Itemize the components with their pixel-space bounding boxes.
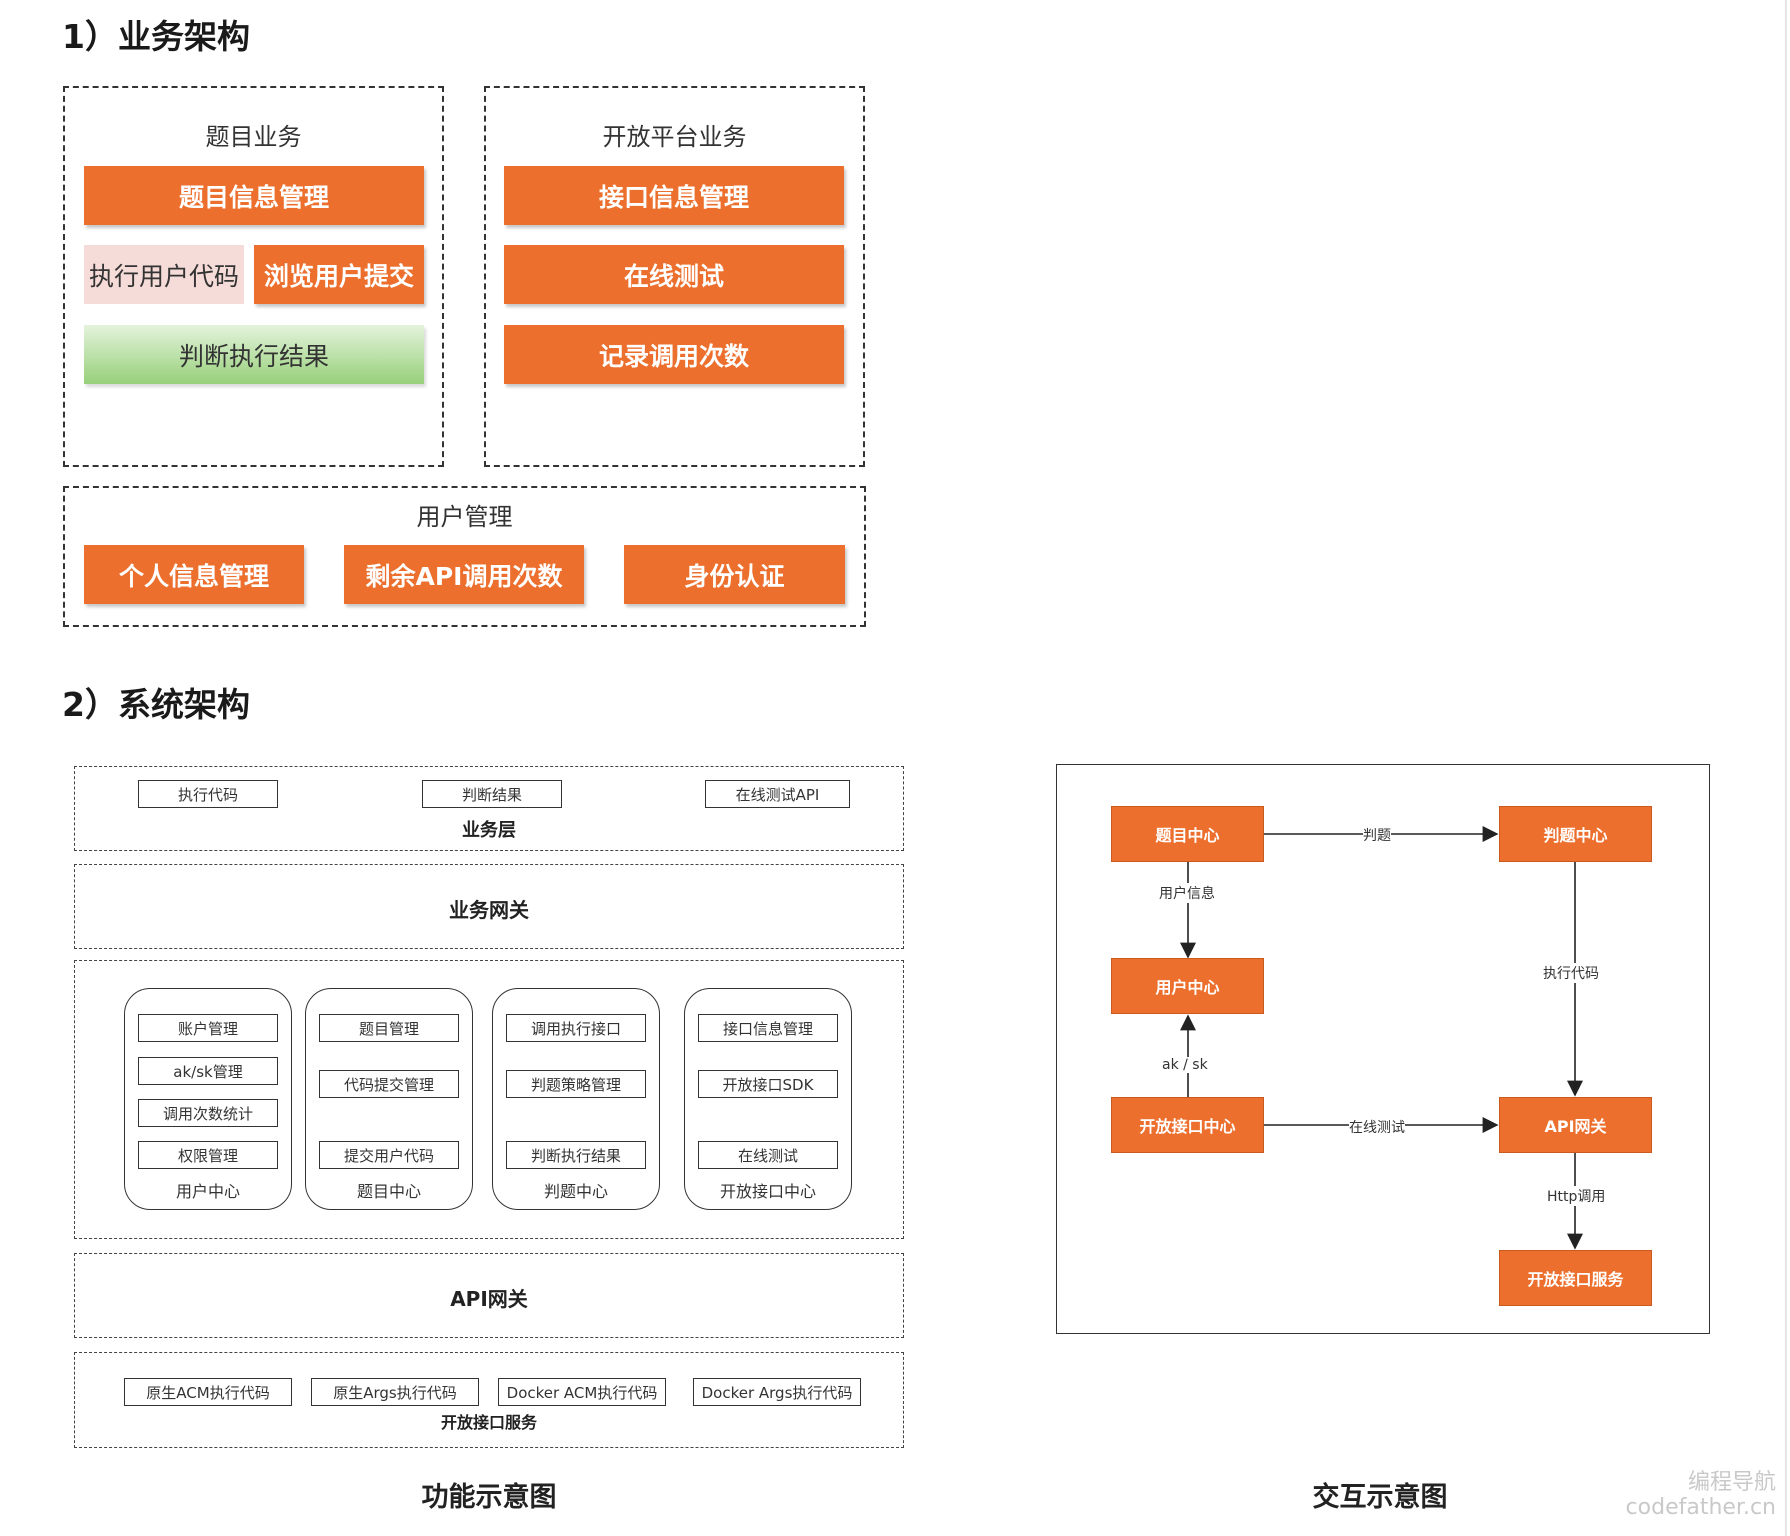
browse-user-submissions-block: 浏览用户提交 [254, 245, 424, 304]
api-gateway-group [74, 1253, 904, 1338]
interaction-diagram-caption: 交互示意图 [1312, 1482, 1448, 1513]
service-item-docker-acm: Docker ACM执行代码 [498, 1378, 666, 1406]
remaining-api-calls-block: 剩余API调用次数 [344, 545, 584, 604]
node-api-gateway: API网关 [1499, 1097, 1652, 1153]
node-problem-center: 题目中心 [1111, 806, 1264, 862]
open-platform-business-group [484, 86, 865, 467]
problem-business-title: 题目业务 [205, 123, 302, 151]
business-layer-label: 业务层 [462, 820, 516, 841]
interaction-diagram-frame [1056, 764, 1710, 1334]
user-center-item-aksk: ak/sk管理 [138, 1057, 278, 1085]
api-gateway-label: API网关 [450, 1287, 528, 1311]
open-service-group [74, 1352, 904, 1448]
open-api-center-label: 开放接口中心 [719, 1182, 816, 1201]
watermark-line1: 编程导航 [1687, 1470, 1776, 1495]
edge-label-http-call: Http调用 [1547, 1186, 1606, 1206]
user-management-group [63, 486, 866, 627]
watermark-line2: codefather.cn [1625, 1495, 1776, 1520]
biz-item-online-test-api: 在线测试API [705, 780, 850, 808]
open-platform-business-title: 开放平台业务 [602, 123, 747, 151]
service-item-docker-args: Docker Args执行代码 [693, 1378, 861, 1406]
system-architecture-heading: 2）系统架构 [62, 685, 250, 724]
edge-label-judge: 判题 [1363, 825, 1391, 845]
problem-center-item-submit-code: 提交用户代码 [319, 1141, 459, 1169]
execute-user-code-block: 执行用户代码 [84, 245, 244, 304]
record-call-count-block: 记录调用次数 [504, 325, 844, 384]
open-center-item-api-info: 接口信息管理 [698, 1014, 838, 1042]
business-gateway-group [74, 864, 904, 949]
problem-center-label: 题目中心 [356, 1182, 421, 1201]
judge-center-item-judge-result: 判断执行结果 [506, 1141, 646, 1169]
business-layer-group [74, 766, 904, 851]
edge-label-ak-sk: ak / sk [1162, 1057, 1208, 1073]
user-center-item-call-stats: 调用次数统计 [138, 1099, 278, 1127]
problem-business-group [63, 86, 444, 467]
edge-label-online-test: 在线测试 [1349, 1117, 1405, 1137]
user-center-item-account: 账户管理 [138, 1014, 278, 1042]
node-user-center: 用户中心 [1111, 958, 1264, 1014]
centers-group [74, 960, 904, 1239]
node-open-api-center: 开放接口中心 [1111, 1097, 1264, 1153]
service-item-native-acm: 原生ACM执行代码 [124, 1378, 292, 1406]
problem-info-management-block: 题目信息管理 [84, 166, 424, 225]
problem-center-item-problem-mgmt: 题目管理 [319, 1014, 459, 1042]
personal-info-management-block: 个人信息管理 [84, 545, 304, 604]
node-open-api-service: 开放接口服务 [1499, 1250, 1652, 1306]
open-center-item-sdk: 开放接口SDK [698, 1070, 838, 1098]
judge-center-label: 判题中心 [543, 1182, 608, 1201]
user-center-item-permission: 权限管理 [138, 1141, 278, 1169]
business-gateway-label: 业务网关 [449, 898, 529, 922]
biz-item-judge-result: 判断结果 [422, 780, 562, 808]
user-management-title: 用户管理 [416, 503, 513, 531]
page-edge-divider [1785, 0, 1787, 1536]
judge-center-item-call-exec: 调用执行接口 [506, 1014, 646, 1042]
service-item-native-args: 原生Args执行代码 [311, 1378, 479, 1406]
problem-center-item-submission-mgmt: 代码提交管理 [319, 1070, 459, 1098]
open-service-label: 开放接口服务 [440, 1413, 537, 1432]
online-test-block: 在线测试 [504, 245, 844, 304]
user-center-label: 用户中心 [175, 1182, 240, 1201]
judge-result-block: 判断执行结果 [84, 325, 424, 384]
open-center-item-online-test: 在线测试 [698, 1141, 838, 1169]
node-judge-center: 判题中心 [1499, 806, 1652, 862]
functional-diagram-caption: 功能示意图 [421, 1482, 557, 1513]
identity-authentication-block: 身份认证 [624, 545, 845, 604]
biz-item-execute-code: 执行代码 [138, 780, 278, 808]
business-architecture-heading: 1）业务架构 [62, 17, 250, 56]
api-info-management-block: 接口信息管理 [504, 166, 844, 225]
edge-label-user-info: 用户信息 [1159, 883, 1215, 903]
judge-center-item-strategy: 判题策略管理 [506, 1070, 646, 1098]
edge-label-exec-code: 执行代码 [1543, 963, 1599, 983]
